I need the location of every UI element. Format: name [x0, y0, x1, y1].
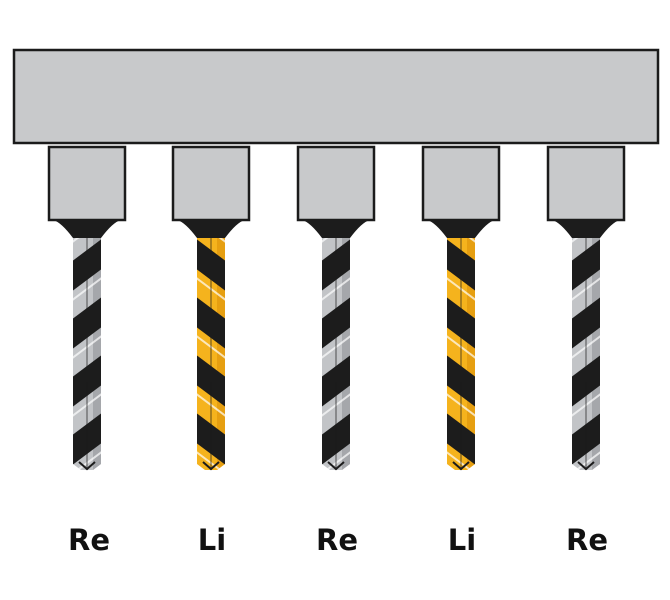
drill-label-5: Re: [566, 523, 608, 557]
spindle-group: [47, 145, 626, 471]
spindle-unit: [47, 145, 127, 471]
spindle-unit: [296, 145, 376, 471]
chuck-collet: [177, 220, 245, 238]
spindle-chuck: [296, 145, 376, 222]
right-hand-drill-bit-icon: [572, 238, 600, 471]
chuck-collet: [53, 220, 121, 238]
chuck-collet: [552, 220, 620, 238]
chuck-collet: [427, 220, 495, 238]
spindle-chuck: [171, 145, 251, 222]
left-hand-drill-bit-icon: [447, 238, 475, 471]
drill-label-3: Re: [316, 523, 358, 557]
spindle-unit: [171, 145, 251, 471]
left-hand-drill-bit-icon: [197, 238, 225, 471]
spindle-unit: [421, 145, 501, 471]
chuck-collet: [302, 220, 370, 238]
spindle-chuck: [421, 145, 501, 222]
label-group: Re Li Re Li Re: [68, 523, 608, 557]
drill-label-1: Re: [68, 523, 110, 557]
spindle-unit: [546, 145, 626, 471]
spindle-chuck: [546, 145, 626, 222]
right-hand-drill-bit-icon: [322, 238, 350, 471]
drill-head-housing: [12, 48, 660, 145]
drill-label-4: Li: [448, 523, 476, 557]
right-hand-drill-bit-icon: [73, 238, 101, 471]
drill-label-2: Li: [198, 523, 226, 557]
spindle-chuck: [47, 145, 127, 222]
